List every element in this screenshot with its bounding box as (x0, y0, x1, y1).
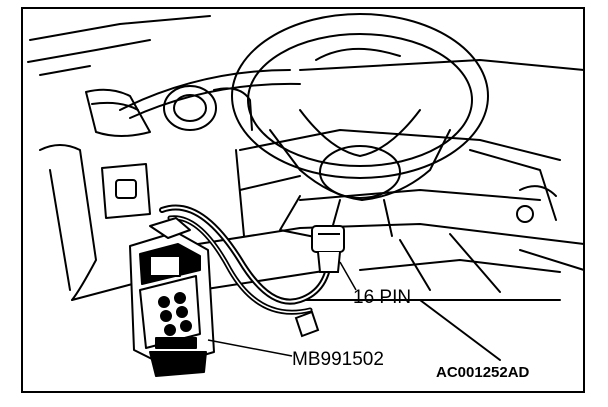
figure-code: AC001252AD (436, 364, 530, 381)
sixteen-pin-connector (294, 225, 345, 338)
connector-leader-line (339, 261, 357, 291)
leader-lines (207, 261, 357, 357)
tester-part-number-label: MB991502 (292, 349, 384, 370)
dashboard-outline (27, 13, 585, 361)
connector-label: 16 PIN (353, 287, 411, 308)
tester-unit (129, 217, 215, 377)
tester-leader-line (207, 339, 293, 357)
diagnostic-cable (159, 204, 333, 315)
